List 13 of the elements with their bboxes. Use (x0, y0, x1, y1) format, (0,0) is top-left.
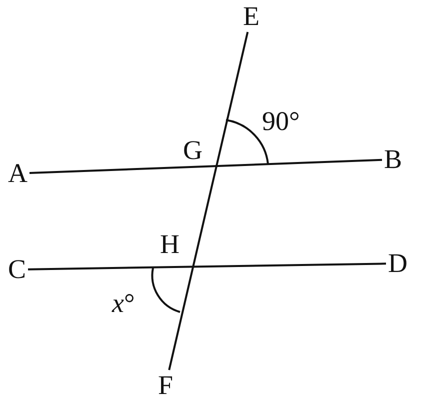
line (28, 262, 386, 270)
angle-label: 90° (262, 108, 300, 135)
point-label: B (384, 146, 402, 173)
point-label: C (8, 256, 26, 283)
point-label: H (160, 231, 180, 258)
point-label: A (8, 160, 28, 187)
point-label: D (388, 250, 408, 277)
point-label: E (243, 3, 260, 30)
line (29, 158, 382, 174)
point-label: F (158, 372, 174, 399)
point-label: G (183, 137, 202, 164)
angle-label: x° (112, 290, 135, 317)
line (168, 32, 249, 370)
